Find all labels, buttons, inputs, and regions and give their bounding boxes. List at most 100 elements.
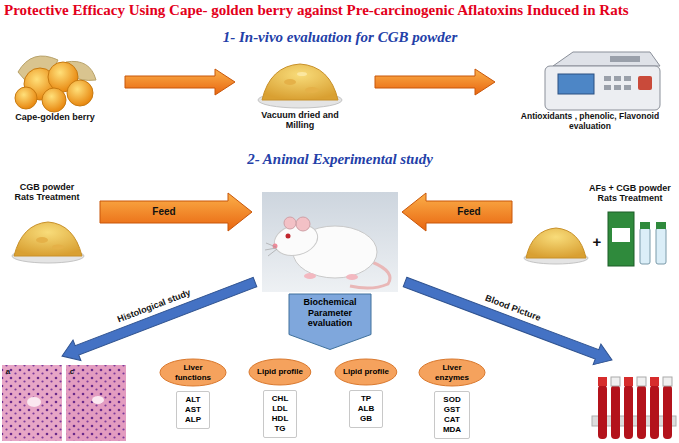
blue-study-arrow-part [401,272,616,371]
lab-rat-illustration [262,192,398,292]
text-group: Biochemical Parameter evaluation [288,293,372,329]
aflatoxin-powder-photo-part [656,222,666,229]
blood-tubes-photo-part [624,385,633,439]
parameter-list-box: SOD GST CAT MDA [434,391,470,439]
spectrophotometer-illustration-part [638,76,652,90]
lab-rat-illustration-part [304,273,316,279]
parameter-arrow-box: Biochemical Parameter evaluation [288,293,372,351]
lab-rat-illustration-part [265,243,277,256]
text-group: TP ALB GB [358,394,374,424]
powder-feed-photo-part [36,237,48,243]
chevron-shape [289,294,371,350]
text-group: Lipid profile [343,367,389,377]
parameter-list: SOD GST CAT MDA [443,395,461,435]
group-caption: CGB powder Rats Treatment [9,182,85,203]
golden-berry-photo [15,56,96,112]
parameter-group-oval: Liver functions [159,358,227,387]
panel-letter: a [6,367,10,376]
spectrophotometer-illustration-part [553,52,660,66]
figure-title: Protective Efficacy Using Cape- golden b… [4,2,629,19]
lab-rat-illustration-part [346,274,358,280]
golden-berry-photo-part [67,80,93,106]
feed-arrow-part [402,193,512,231]
blood-tubes-photo-part [598,377,607,386]
parameter-list-box: TP ALB GB [349,390,383,428]
berry-powder-photo-part [297,72,307,76]
blood-tubes-photo-part [663,385,672,439]
node-label: Biochemical Parameter evaluation [288,297,372,329]
orange-process-arrow-part [125,69,235,95]
aflatoxin-powder-photo-part [526,228,586,258]
text-group: Lipid profile [257,367,303,377]
spectrophotometer-illustration-part [614,85,621,90]
lab-rat-illustration-part [286,234,291,239]
spectrophotometer-illustration-part [604,85,611,90]
aflatoxin-powder-photo [524,212,666,266]
aflatoxin-powder-photo-part [656,228,666,264]
blood-tubes-photo-part [650,385,659,439]
histology-micrograph-part [66,365,126,441]
node-label: Lipid profile [343,367,389,377]
histology-micrograph-part [27,397,41,407]
lab-rat-illustration-part [296,217,310,231]
powder-feed-photo-part [14,222,82,256]
text-group: SOD GST CAT MDA [443,395,461,435]
node-label: Lipid profile [257,367,303,377]
oval-shape [249,359,311,385]
oval-shape [160,359,226,386]
powder-feed-photo-part [52,245,64,250]
photo-caption: Antioxidants , phenolic, Flavonoid evalu… [505,112,675,132]
node-label: Liver functions [168,363,218,382]
feed-arrow-part [100,193,252,231]
histology-micrograph-part [2,365,62,441]
blood-tubes-photo-part [598,385,607,439]
berry-powder-photo-part [262,64,338,100]
aflatoxin-powder-photo-part [640,228,650,264]
golden-berry-photo-part [15,87,37,109]
spectrophotometer-illustration-part [614,76,621,81]
powder-feed-photo [12,222,84,263]
text-group: ALT AST ALP [185,395,201,425]
aflatoxin-powder-photo-part [608,212,634,266]
arrow-label: Feed [457,206,480,218]
spectrophotometer-illustration-part [624,85,631,90]
arrow-label: Histological study [115,287,191,324]
arrow-label: Blood Picture [484,293,542,323]
node-label: Liver enzymes [427,363,477,382]
group-caption: AFs + CGB powder Rats Treatment [585,183,675,204]
spectrophotometer-illustration [545,52,660,110]
berry-powder-photo [258,64,342,108]
spectrophotometer-illustration-part [624,76,631,81]
parameter-group-oval: Lipid profile [334,358,398,386]
aflatoxin-powder-photo-part [640,222,650,229]
parameter-list: CHL LDL HDL TG [272,394,288,434]
parameter-group-oval: Lipid profile [248,358,312,386]
section-heading: 2- Animal Experimental study [247,151,433,168]
blood-tubes-photo [592,377,676,439]
lab-rat-illustration-part [284,217,296,229]
arrow-label: Feed [152,206,175,218]
histology-micrograph-part [92,396,104,404]
blue-study-arrow-part [58,272,259,367]
oval-shape [419,359,485,386]
text-group: CHL LDL HDL TG [272,394,288,434]
aflatoxin-powder-photo-part [612,228,630,242]
lab-rat-illustration-part [262,192,398,292]
text-group: Liver functions [168,363,218,382]
text-group: Liver enzymes [427,363,477,382]
parameter-list: ALT AST ALP [185,395,201,425]
blood-tubes-photo-part [611,385,620,439]
blood-tubes-photo-part [650,377,659,386]
blood-tubes-photo-part [663,377,672,386]
photo-caption: Cape-golden berry [0,112,110,122]
berry-powder-photo-part [284,79,296,85]
blood-tubes-photo-part [637,377,646,386]
oval-shape [335,359,397,385]
photo-caption: Vacuum dried and Milling [254,110,346,131]
section-heading: 1- In-vivo evaluation for CGB powder [223,29,458,46]
panel-letter: c [70,367,74,376]
orange-process-arrow-part [375,69,495,95]
parameter-list: TP ALB GB [358,394,374,424]
